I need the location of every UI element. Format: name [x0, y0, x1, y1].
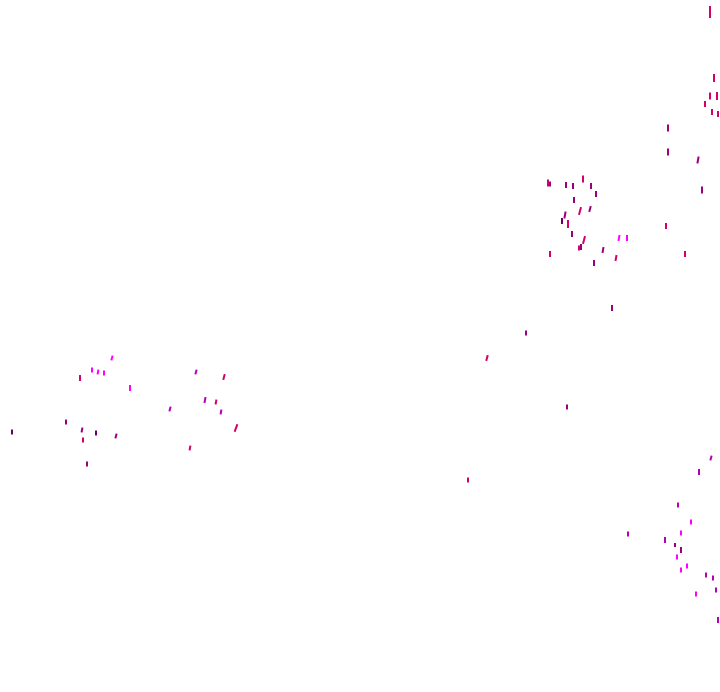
tick-mark [627, 531, 629, 537]
tick-mark [717, 111, 719, 117]
tick-mark [677, 502, 679, 508]
tick-mark [664, 537, 666, 543]
left-cluster [11, 355, 239, 467]
tick-mark [79, 375, 81, 381]
tick-mark [684, 251, 686, 257]
tick-mark [614, 254, 618, 262]
tick-mark [565, 182, 567, 188]
tick-mark [194, 369, 198, 375]
tick-mark [717, 617, 719, 623]
tick-mark [95, 430, 97, 436]
tick-mark [695, 591, 697, 597]
tick-mark [665, 223, 667, 229]
tick-mark [114, 433, 118, 439]
tick-mark [168, 406, 172, 412]
tick-mark [580, 244, 582, 250]
tick-mark [696, 156, 700, 164]
tick-mark [690, 519, 692, 525]
tick-mark [571, 231, 573, 237]
tick-mark [567, 220, 569, 228]
tick-mark [680, 547, 682, 553]
tick-mark [601, 246, 605, 254]
tick-mark [549, 181, 551, 187]
center-cluster [467, 175, 686, 483]
tick-mark [709, 92, 711, 100]
tick-mark [711, 109, 713, 115]
tick-mark [80, 427, 84, 433]
tick-mark [563, 211, 567, 219]
tick-mark [485, 354, 489, 362]
tick-mark [626, 235, 628, 241]
tick-mark [103, 370, 105, 376]
tick-mark [525, 330, 527, 336]
tick-mark [549, 251, 551, 257]
tick-mark [203, 396, 207, 404]
tick-mark [709, 6, 711, 18]
upper-right-cluster [667, 6, 719, 194]
tick-mark [713, 74, 715, 82]
tick-mark [716, 92, 718, 100]
tick-mark [590, 183, 592, 189]
tick-mark [467, 477, 469, 483]
tick-mark [667, 124, 669, 132]
tick-mark [680, 530, 682, 536]
tick-mark [188, 445, 192, 451]
lower-right-cluster [627, 455, 719, 623]
tick-mark [582, 175, 584, 183]
tick-mark [129, 385, 131, 391]
tick-mark [667, 148, 669, 156]
tick-mark [233, 423, 239, 433]
tick-mark [595, 191, 597, 197]
tick-mark [709, 455, 713, 461]
tick-mark [82, 437, 84, 443]
tick-mark [578, 245, 580, 251]
tick-mark [214, 399, 218, 405]
tick-mark [674, 543, 676, 547]
tick-mark [686, 563, 688, 569]
tick-mark [705, 572, 707, 578]
tick-mark [566, 404, 568, 410]
tick-mark [222, 373, 226, 381]
tick-mark [617, 234, 621, 242]
tick-mark [86, 461, 88, 467]
tick-mark [547, 179, 549, 187]
tick-mark [698, 469, 700, 475]
tick-mark [581, 235, 587, 245]
tick-mark [219, 409, 223, 415]
tick-mark [96, 369, 100, 375]
tick-mark [704, 101, 706, 107]
tick-mark [611, 305, 613, 311]
tick-mark [680, 567, 682, 573]
tick-mark [91, 367, 93, 373]
tick-mark [572, 183, 574, 189]
tick-mark [561, 218, 563, 224]
tick-mark [110, 355, 114, 361]
tick-mark [588, 205, 592, 213]
tick-mark [577, 206, 583, 216]
tick-mark [65, 419, 67, 425]
tick-mark [573, 197, 575, 203]
tick-mark [11, 429, 13, 435]
tick-mark [593, 260, 595, 266]
tick-mark [712, 575, 714, 581]
tick-mark [715, 587, 717, 593]
tick-mark [676, 554, 678, 560]
tick-mark [701, 186, 703, 194]
